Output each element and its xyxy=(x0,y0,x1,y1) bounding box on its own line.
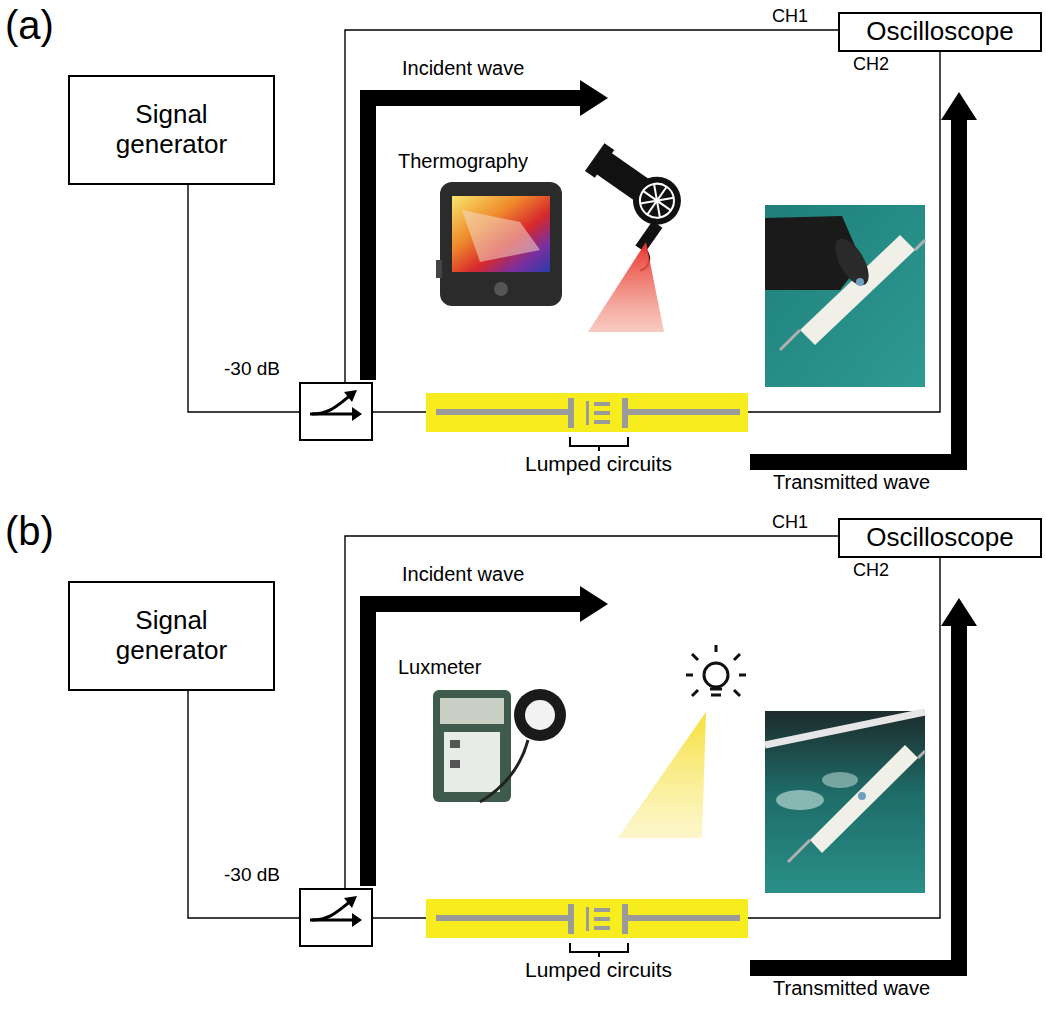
annotation-label: -30 dB xyxy=(224,358,280,380)
measurement-circuit xyxy=(188,536,977,968)
instrument-box: Oscilloscope xyxy=(838,518,1042,558)
instrument-box: Signal generator xyxy=(68,581,275,691)
annotation-label: Thermography xyxy=(398,150,528,173)
box-label: Oscilloscope xyxy=(866,17,1013,47)
instrument-box: Oscilloscope xyxy=(838,12,1042,52)
heat-beam xyxy=(588,242,664,332)
annotation-label: -30 dB xyxy=(224,864,280,886)
annotation-label: CH2 xyxy=(853,54,889,75)
luxmeter xyxy=(433,689,566,802)
annotation-label: CH2 xyxy=(853,560,889,581)
light-beam xyxy=(618,712,706,838)
instrument-box: Signal generator xyxy=(68,75,275,185)
thermography-camera xyxy=(436,182,562,306)
illumination-photo xyxy=(765,711,925,893)
box-label: Signal generator xyxy=(97,606,247,666)
annotation-label: Lumped circuits xyxy=(525,452,672,476)
measurement-circuit xyxy=(188,30,977,462)
annotation-label: Lumped circuits xyxy=(525,958,672,982)
box-label: Signal generator xyxy=(97,100,247,160)
light-bulb-icon xyxy=(686,645,746,696)
box-label: Oscilloscope xyxy=(866,523,1013,553)
annotation-label: CH1 xyxy=(772,6,808,27)
annotation-label: CH1 xyxy=(772,512,808,533)
annotation-label: Luxmeter xyxy=(398,656,481,679)
annotation-label: (a) xyxy=(5,2,54,48)
annotation-label: (b) xyxy=(5,508,54,554)
annotation-label: Transmitted wave xyxy=(773,471,930,494)
annotation-label: Incident wave xyxy=(402,57,524,80)
heating-photo xyxy=(765,205,925,387)
annotation-label: Incident wave xyxy=(402,563,524,586)
annotation-label: Transmitted wave xyxy=(773,977,930,1000)
hairdryer-icon xyxy=(556,137,695,272)
